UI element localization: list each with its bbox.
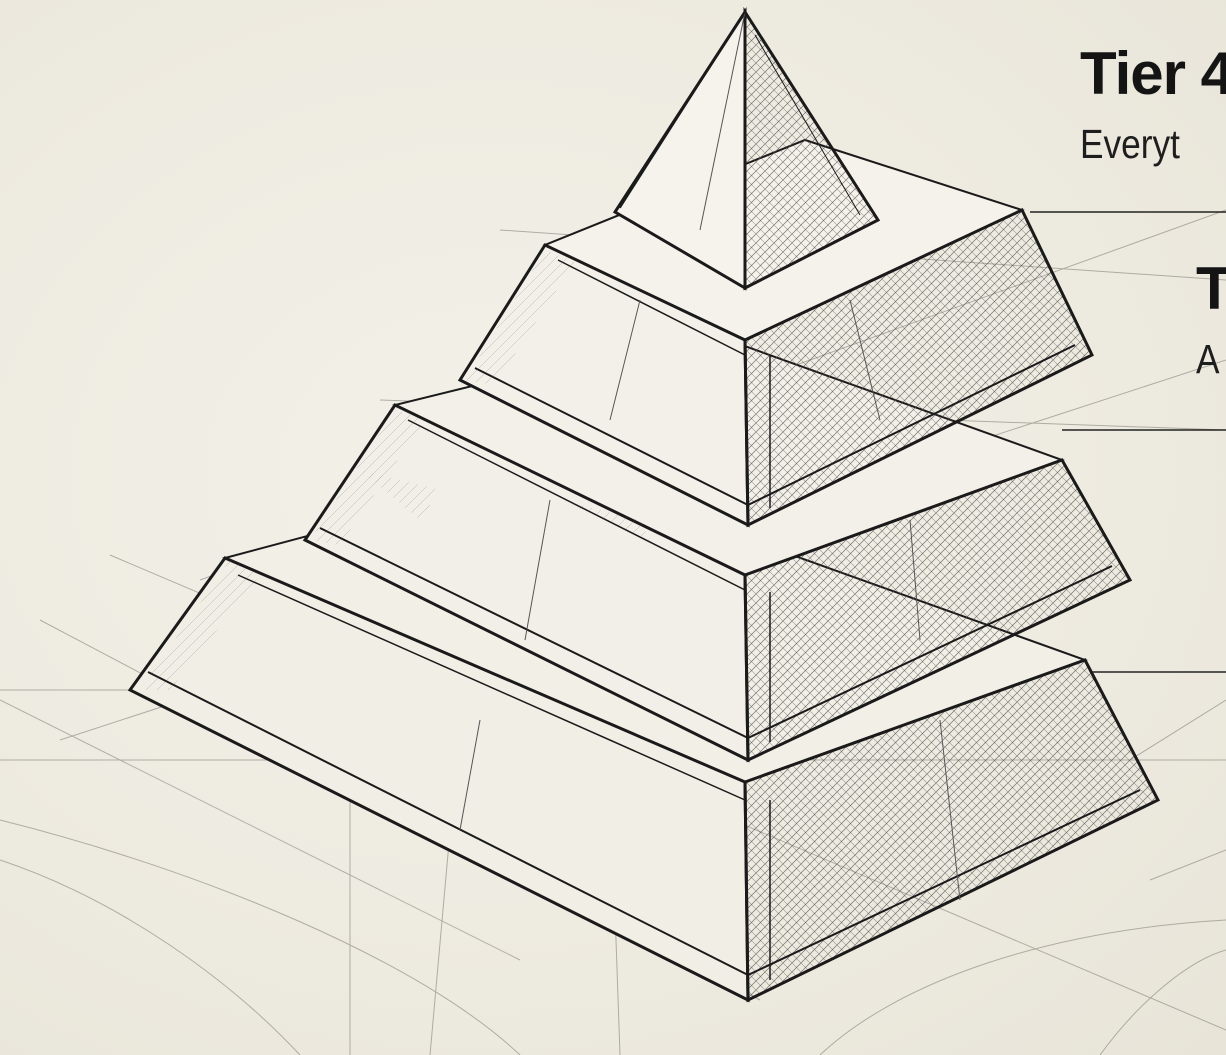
tier-4-title: Tier 4 xyxy=(1080,44,1226,104)
tier-3-description: A xyxy=(1196,339,1220,380)
tier-4-description: Everyt xyxy=(1080,124,1180,165)
tier-3-title: T xyxy=(1196,259,1226,319)
